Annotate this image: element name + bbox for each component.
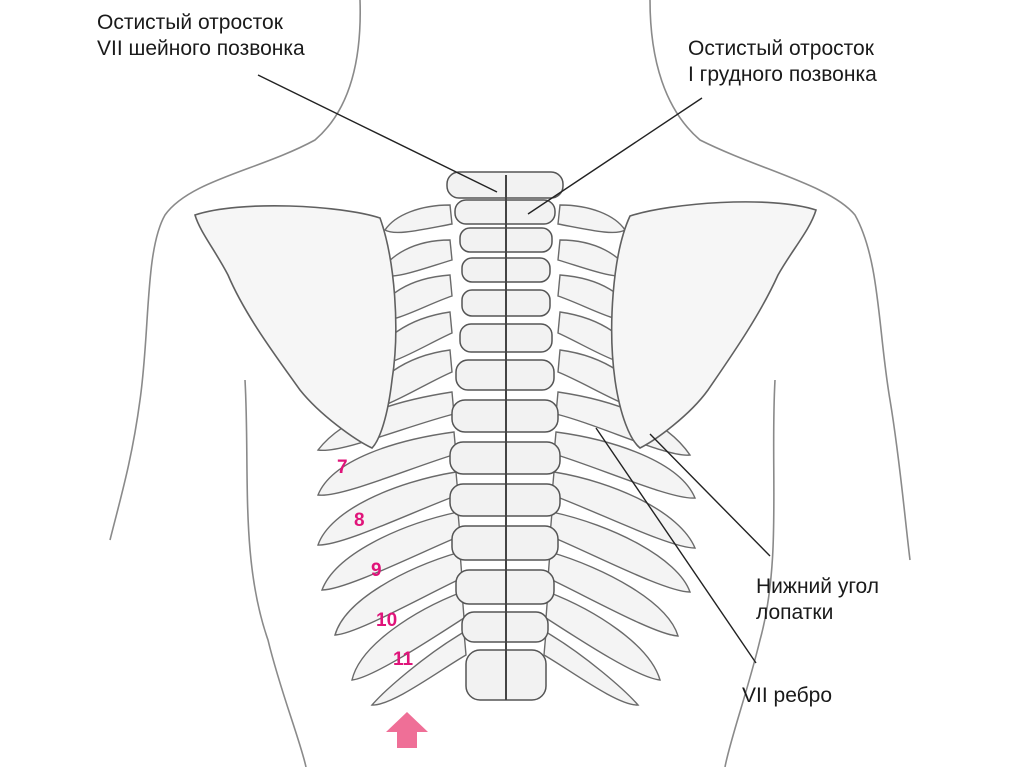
- leader-lines: [257, 74, 771, 664]
- rib-number-9: 9: [371, 560, 382, 581]
- spinal-column: [446, 171, 564, 701]
- rib-number-10: 10: [376, 610, 398, 631]
- label-scapula-inferior-angle: Нижний угол лопатки: [756, 574, 879, 626]
- label-line: Остистый отросток: [97, 11, 283, 34]
- label-c7-spinous-process: Остистый отросток VII шейного позвонка: [97, 10, 305, 62]
- label-line: лопатки: [756, 601, 834, 624]
- body-outline: [109, 0, 911, 767]
- up-arrow-icon: [386, 712, 428, 748]
- label-t1-spinous-process: Остистый отросток I грудного позвонка: [688, 36, 877, 88]
- label-line: I грудного позвонка: [688, 63, 877, 86]
- label-line: Остистый отросток: [688, 37, 874, 60]
- rib-number-7: 7: [337, 457, 348, 478]
- rib-number-8: 8: [354, 510, 365, 531]
- label-line: Нижний угол: [756, 575, 880, 598]
- label-rib-vii: VII ребро: [742, 683, 832, 709]
- scapulae: [194, 201, 817, 449]
- label-line: VII ребро: [742, 684, 833, 707]
- label-line: VII шейного позвонка: [97, 37, 305, 60]
- rib-number-11: 11: [393, 649, 414, 670]
